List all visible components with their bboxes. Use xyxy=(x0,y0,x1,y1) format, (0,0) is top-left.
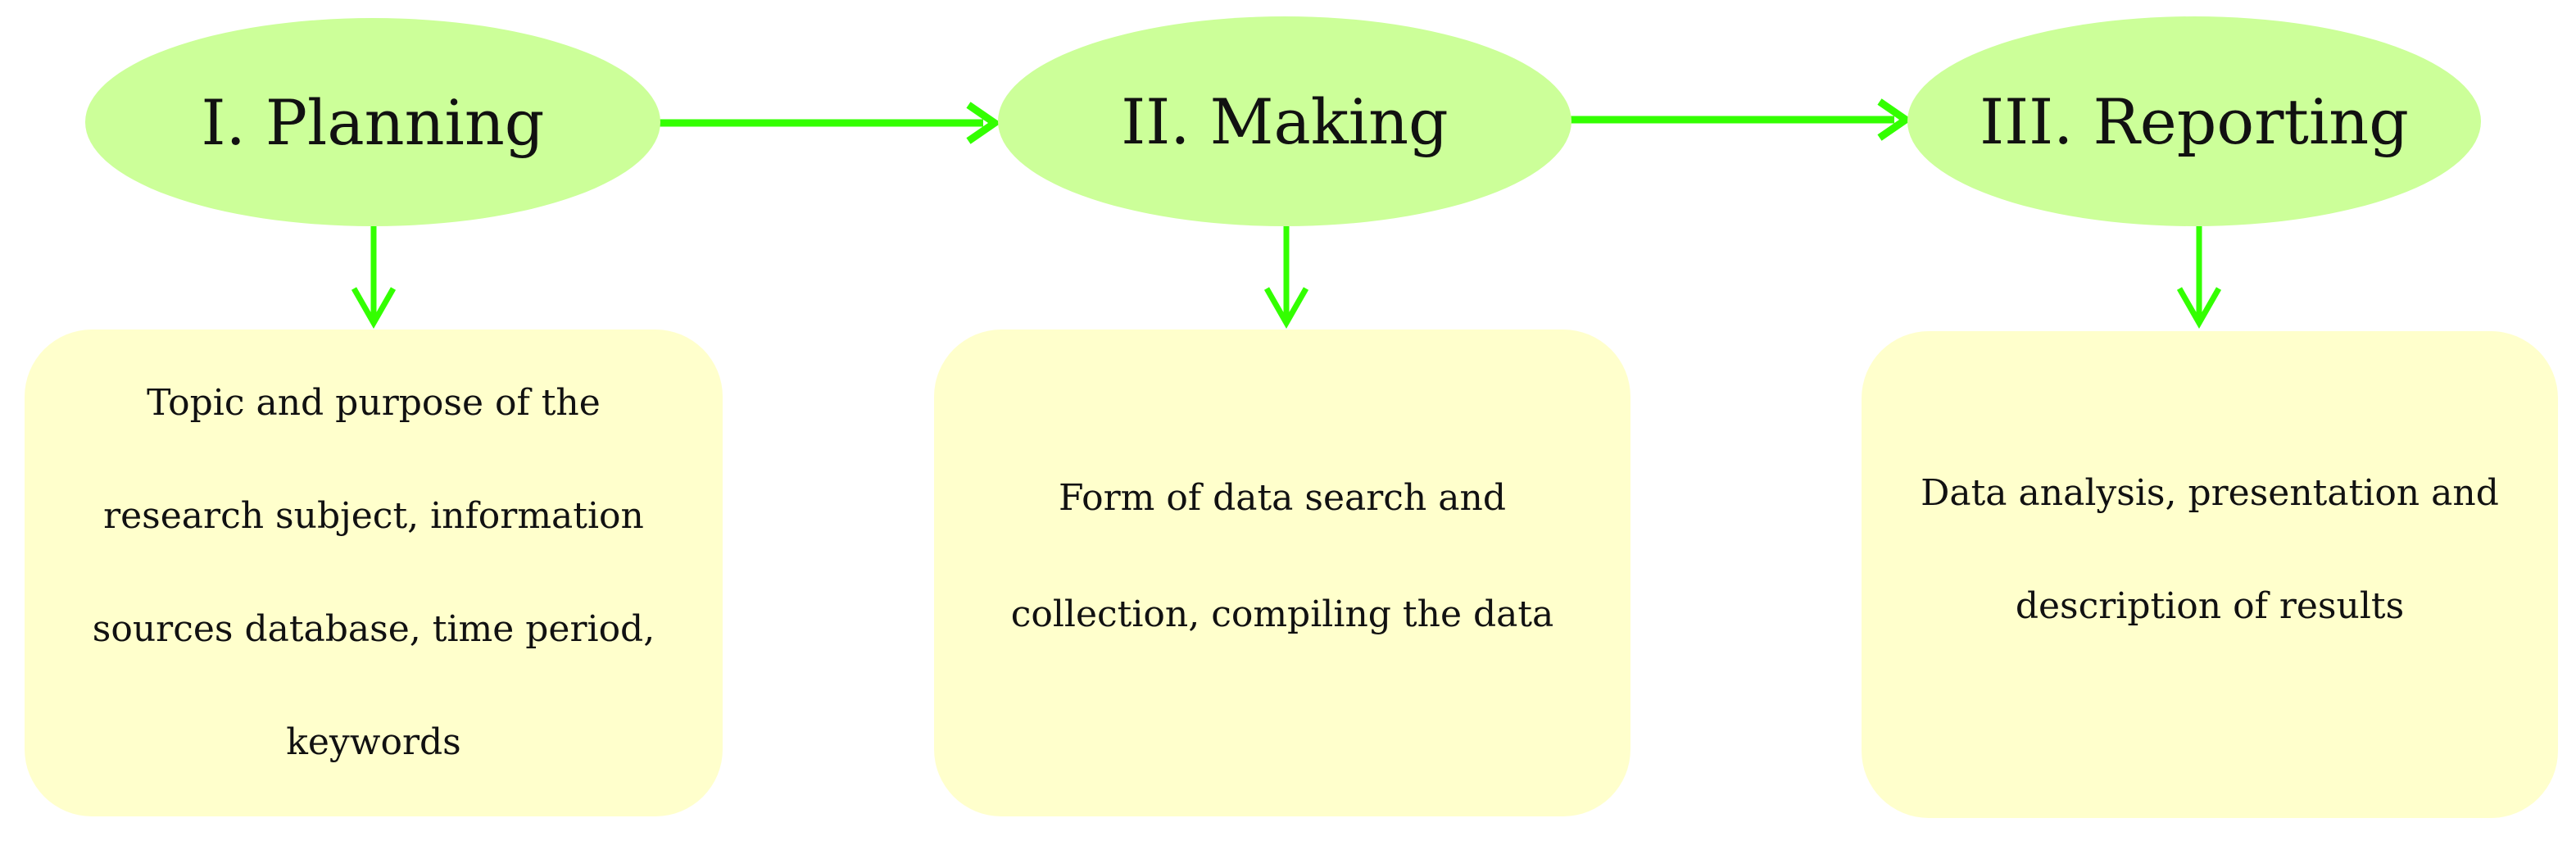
stage-making: II. Making xyxy=(998,16,1571,226)
stage-title: II. Making xyxy=(1121,84,1449,158)
stage-planning: I. Planning xyxy=(85,18,660,226)
card-reporting: Data analysis, presentation and descript… xyxy=(1862,331,2558,818)
card-line: keywords xyxy=(286,721,461,763)
arrow-planning-to-card xyxy=(351,226,397,330)
arrow-making-to-card xyxy=(1263,226,1309,330)
card-text: Form of data search and collection, comp… xyxy=(1011,440,1554,673)
stage-title: I. Planning xyxy=(201,85,545,159)
card-text: Topic and purpose of the research subjec… xyxy=(93,347,655,799)
stage-reporting: III. Reporting xyxy=(1907,16,2481,226)
stage-title: III. Reporting xyxy=(1980,84,2409,158)
card-line: sources database, time period, xyxy=(92,608,655,650)
card-planning: Topic and purpose of the research subjec… xyxy=(25,330,723,816)
card-line: collection, compiling the data xyxy=(1010,593,1554,635)
card-making: Form of data search and collection, comp… xyxy=(934,330,1630,816)
arrow-making-to-reporting xyxy=(1570,98,1912,141)
card-text: Data analysis, presentation and descript… xyxy=(1921,437,2499,663)
arrow-reporting-to-card xyxy=(2176,226,2222,330)
card-line: Topic and purpose of the xyxy=(147,382,601,424)
card-line: description of results xyxy=(2015,585,2405,627)
card-line: research subject, information xyxy=(103,495,644,537)
arrow-planning-to-making xyxy=(659,102,1001,144)
card-line: Data analysis, presentation and xyxy=(1921,472,2499,514)
card-line: Form of data search and xyxy=(1058,477,1506,519)
